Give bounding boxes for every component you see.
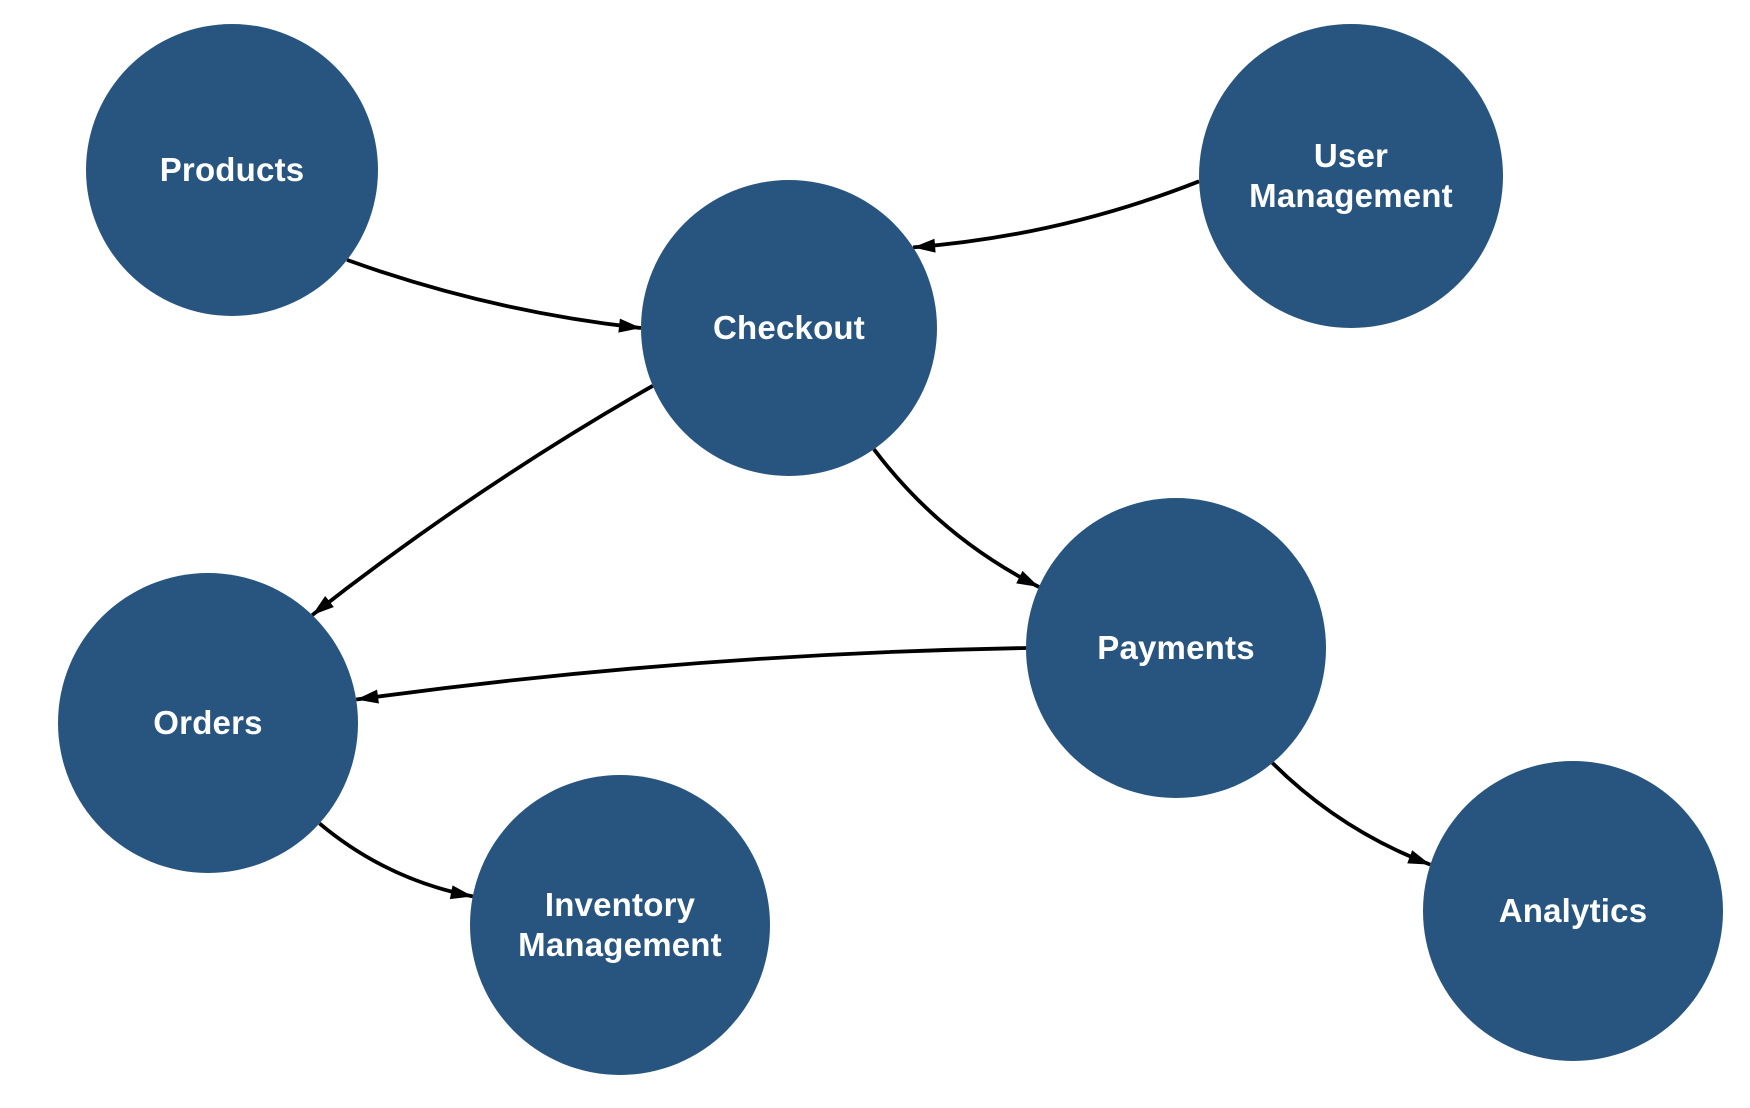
- node-checkout: Checkout: [641, 180, 937, 476]
- edge-user-management-to-checkout: [912, 179, 1200, 253]
- edge-payments-to-orders: [355, 646, 1027, 704]
- node-user-management-label: User Management: [1249, 136, 1453, 214]
- node-inventory-management: Inventory Management: [470, 775, 770, 1075]
- node-products-label: Products: [159, 150, 305, 188]
- node-analytics: Analytics: [1423, 761, 1723, 1061]
- node-checkout-label: Checkout: [713, 308, 865, 346]
- edge-checkout-to-orders: [311, 384, 654, 617]
- node-orders-label: Orders: [153, 703, 263, 741]
- node-payments-label: Payments: [1097, 628, 1255, 666]
- node-payments: Payments: [1026, 498, 1326, 798]
- node-inventory-management-label: Inventory Management: [518, 885, 722, 963]
- node-user-management: User Management: [1199, 24, 1503, 328]
- edge-checkout-to-payments: [872, 448, 1040, 589]
- node-products: Products: [86, 24, 378, 316]
- node-analytics-label: Analytics: [1498, 891, 1648, 929]
- node-orders: Orders: [58, 573, 358, 873]
- edge-products-to-checkout: [346, 258, 642, 333]
- edge-orders-to-inventory-management: [318, 821, 474, 900]
- edge-payments-to-analytics: [1271, 761, 1431, 867]
